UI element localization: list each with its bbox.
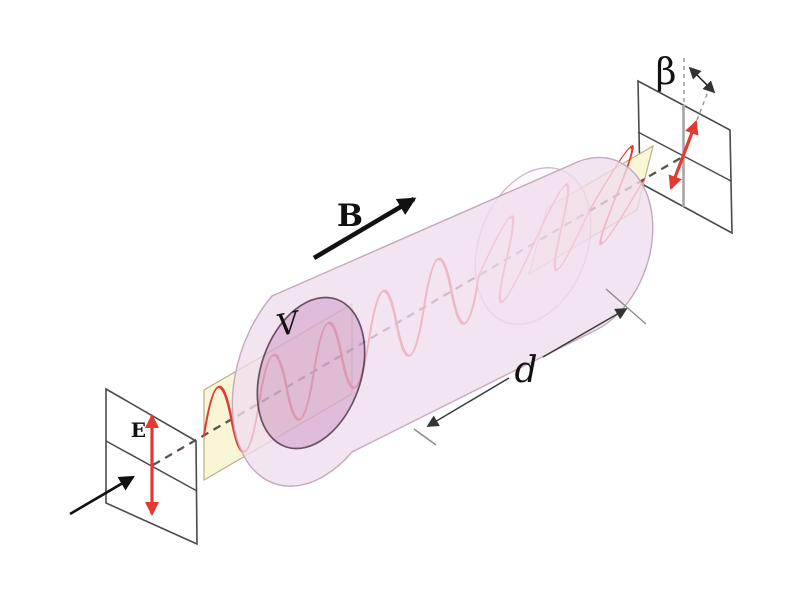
right-polarizer	[637, 79, 733, 235]
faraday-medium-cylinder: V	[231, 156, 654, 487]
e-field-label: E	[131, 418, 146, 442]
b-field-arrow	[312, 197, 417, 260]
distance-dimension: d	[413, 288, 647, 446]
dimension-arrow-left	[426, 377, 510, 427]
incoming-light-arrow	[69, 475, 136, 516]
beta-label: β	[656, 52, 677, 93]
magnetic-field: B	[312, 197, 417, 260]
dimension-tick-right	[605, 288, 647, 325]
output-polarization: β	[656, 52, 716, 190]
distance-label: d	[514, 350, 537, 391]
rotated-polarization-arrow	[668, 120, 699, 190]
cylinder-near-cap	[256, 296, 366, 450]
input-polarization: E	[69, 413, 160, 517]
rotated-reference-dashed	[696, 88, 710, 121]
b-field-label: B	[337, 198, 363, 234]
dimension-arrow-right	[542, 308, 628, 358]
beta-angle-arrow	[688, 66, 716, 94]
dimension-tick-left	[413, 428, 437, 446]
